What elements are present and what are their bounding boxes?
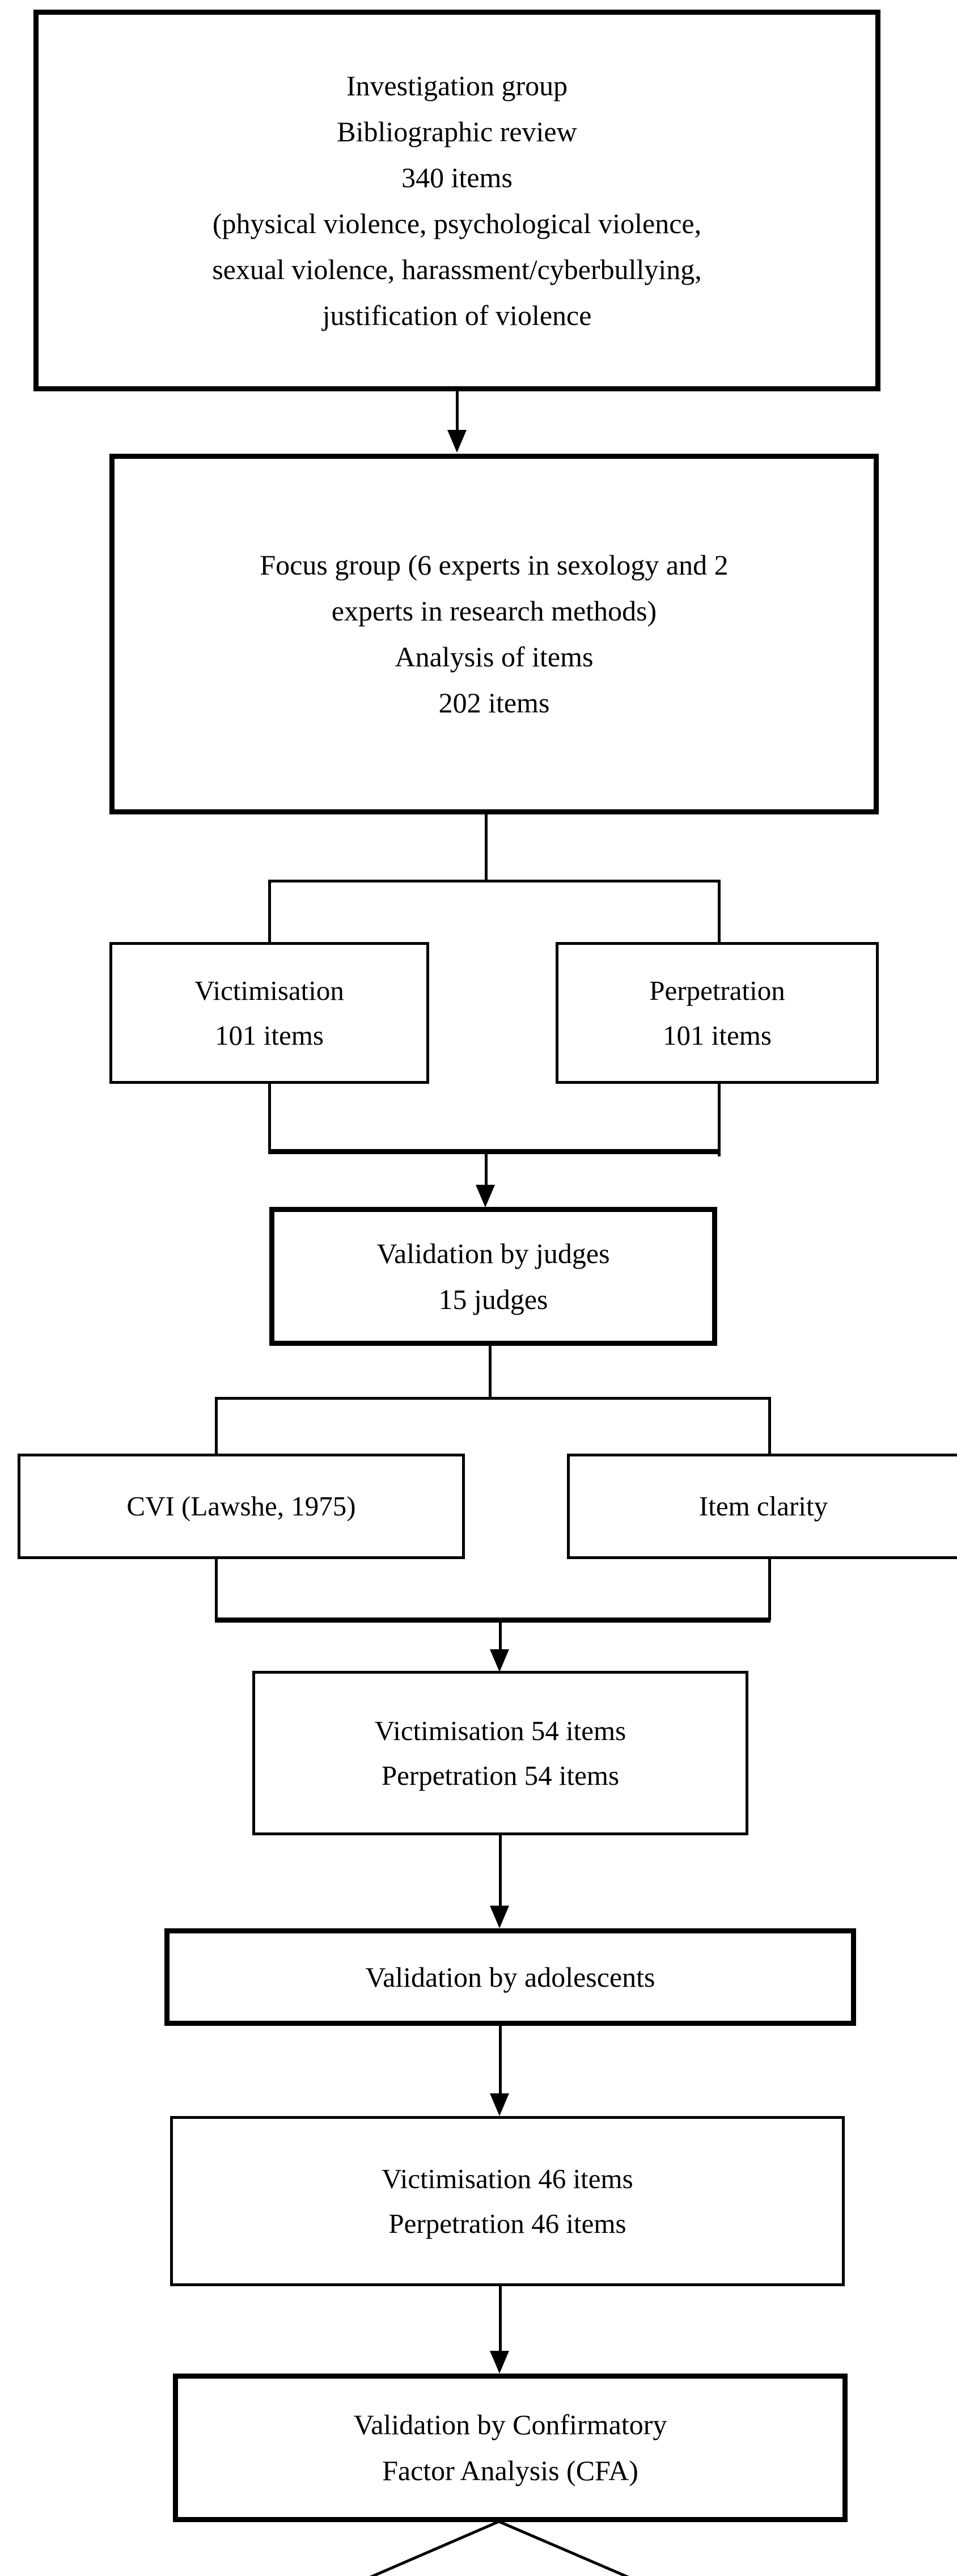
node-line: CVI (Lawshe, 1975) (126, 1490, 356, 1522)
connector-judges-down (489, 1346, 492, 1400)
connector-victim101-down (268, 1084, 271, 1152)
node-validation-by-judges: Validation by judges 15 judges (269, 1207, 717, 1346)
node-line: Item clarity (698, 1490, 828, 1522)
connector-judges-split-bar (215, 1397, 771, 1400)
node-line: 202 items (438, 687, 550, 719)
connector-focus-down (485, 814, 488, 882)
arrowhead-down-icon (490, 1649, 509, 1672)
node-line: Validation by judges (376, 1237, 610, 1269)
node-line: Victimisation 46 items (382, 2163, 633, 2194)
arrowhead-down-icon (447, 430, 467, 453)
node-investigation-group: Investigation group Bibliographic review… (33, 10, 880, 391)
cfa-arrow-right (498, 2520, 629, 2576)
node-line: Perpetration (649, 974, 785, 1006)
node-line: Investigation group (346, 69, 568, 102)
node-item-clarity: Item clarity (567, 1454, 957, 1559)
arrowhead-down-icon (490, 2093, 509, 2116)
node-line: Validation by Confirmatory (353, 2409, 667, 2440)
connector-merge-bar (268, 1149, 718, 1154)
arrowhead-down-icon (490, 1906, 509, 1928)
node-line: 340 items (401, 161, 513, 193)
node-line: Bibliographic review (337, 115, 577, 147)
connector-merge2-down (499, 1620, 502, 1652)
node-validation-cfa: Validation by Confirmatory Factor Analys… (173, 2374, 848, 2522)
node-line: Focus group (6 experts in sexology and 2 (260, 549, 729, 581)
node-line: Perpetration 54 items (381, 1760, 620, 1791)
connector-cfa-split (369, 2520, 629, 2576)
node-line: 15 judges (438, 1283, 548, 1315)
node-cvi-lawshe: CVI (Lawshe, 1975) (18, 1454, 465, 1559)
node-focus-group: Focus group (6 experts in sexology and 2… (109, 454, 879, 814)
connector-items54-to-adolescents (499, 1835, 502, 1909)
node-line: Victimisation (194, 974, 344, 1006)
connector-investigation-to-focus (456, 391, 459, 432)
node-line: Analysis of items (395, 641, 594, 673)
connector-merge-down (485, 1152, 488, 1187)
arrowhead-down-icon (476, 1185, 495, 1207)
node-validation-by-adolescents: Validation by adolescents (164, 1928, 856, 2026)
node-line: Validation by adolescents (365, 1961, 655, 1993)
node-line: Victimisation 54 items (374, 1714, 626, 1746)
node-line: (physical violence, psychological violen… (212, 207, 702, 239)
connector-clarity-down (768, 1559, 771, 1620)
node-line: sexual violence, harassment/cyberbullyin… (212, 253, 702, 285)
connector-judges-split-left (215, 1397, 218, 1454)
connector-perp101-down (718, 1084, 721, 1156)
connector-cvi-down (215, 1559, 218, 1620)
node-perpetration-101: Perpetration 101 items (556, 942, 879, 1084)
node-line: experts in research methods) (331, 595, 657, 627)
node-victimisation-101: Victimisation 101 items (109, 942, 429, 1084)
connector-split-left (268, 880, 271, 942)
node-line: Factor Analysis (CFA) (382, 2455, 638, 2486)
connector-items46-to-cfa (499, 2286, 502, 2354)
cfa-arrow-left (369, 2520, 499, 2576)
connector-split-bar (268, 880, 721, 882)
node-line: Perpetration 46 items (388, 2208, 626, 2239)
node-line: 101 items (215, 1020, 324, 1051)
arrowhead-down-icon (490, 2351, 509, 2374)
connector-merge2-bar (215, 1618, 770, 1623)
node-line: justification of violence (322, 299, 592, 331)
node-items-46: Victimisation 46 items Perpetration 46 i… (170, 2116, 845, 2286)
node-line: 101 items (663, 1020, 772, 1051)
connector-split-right (718, 880, 721, 942)
node-items-54: Victimisation 54 items Perpetration 54 i… (252, 1671, 748, 1835)
connector-adolescents-to-items46 (499, 2026, 502, 2097)
connector-judges-split-right (768, 1397, 771, 1454)
